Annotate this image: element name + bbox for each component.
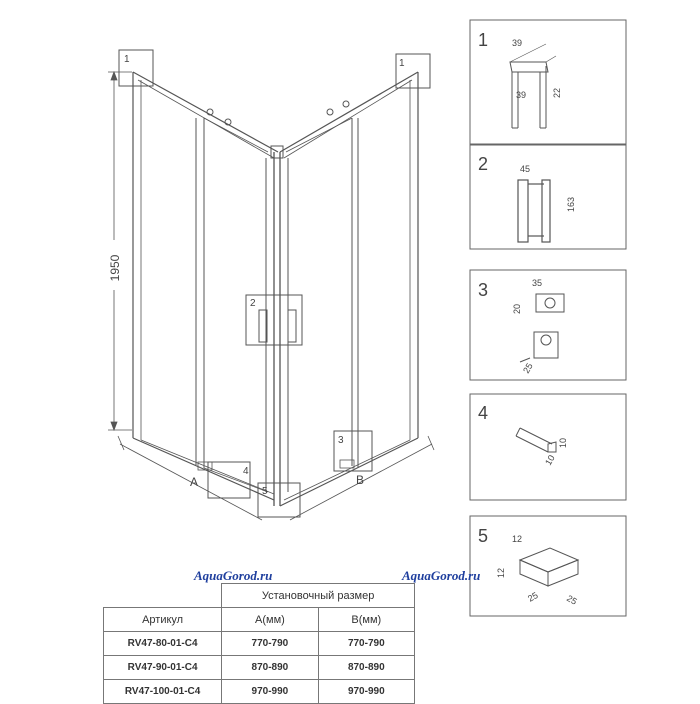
detail-4-dim-b: 10 — [543, 453, 557, 467]
table-group-header-row: Установочный размер — [103, 583, 415, 608]
callout-4: 4 — [243, 466, 249, 477]
detail-5-dim-b: 12 — [496, 568, 506, 578]
row-2-a: 870-890 — [221, 655, 319, 680]
detail-5-dim-c: 25 — [526, 590, 540, 604]
detail-5-panel: 5 12 12 25 25 — [469, 515, 627, 617]
row-1-b: 770-790 — [317, 631, 416, 656]
height-label: 1950 — [108, 254, 122, 281]
detail-1-dim-side: 22 — [552, 88, 562, 98]
callout-1-left: 1 — [124, 54, 130, 65]
row-2-b: 870-890 — [317, 655, 416, 680]
detail-2-dim-length: 163 — [566, 197, 576, 212]
detail-4-number: 4 — [478, 403, 488, 423]
detail-3-number: 3 — [478, 280, 488, 300]
table-blank-cell — [103, 583, 223, 608]
strip-drawing — [515, 427, 557, 453]
detail-4-panel: 4 10 10 — [469, 393, 627, 501]
detail-1-number: 1 — [478, 30, 488, 50]
handle-drawing — [517, 179, 551, 243]
callout-5: 5 — [262, 486, 268, 497]
detail-2-panel: 2 45 163 — [469, 144, 627, 250]
watermark-left: AquaGorod.ru — [194, 568, 273, 583]
header-a: A(мм) — [221, 607, 319, 632]
detail-3-dim-bottom: 25 — [521, 361, 535, 375]
detail-5-dim-a: 12 — [512, 534, 522, 544]
detail-4-dim-a: 10 — [558, 438, 568, 448]
detail-5-number: 5 — [478, 526, 488, 546]
detail-3-panel: 3 35 20 25 — [469, 269, 627, 381]
detail-3-dim-height: 20 — [512, 304, 522, 314]
watermark-right: AquaGorod.ru — [402, 568, 481, 583]
corner-cover-drawing — [518, 547, 580, 587]
callout-numbers: 1 1 2 3 4 5 — [124, 54, 405, 497]
callout-1-right: 1 — [399, 58, 405, 69]
profile-drawing — [509, 43, 557, 129]
installation-size-table: Установочный размер Артикул A(мм) B(мм) … — [102, 583, 416, 704]
detail-1-dim-front: 39 — [516, 90, 526, 100]
callout-boxes — [118, 49, 431, 518]
enclosure-drawing — [132, 71, 419, 507]
detail-1-panel: 1 39 39 22 — [469, 19, 627, 145]
callout-2: 2 — [250, 298, 256, 309]
row-2-article: RV47-90-01-C4 — [102, 655, 223, 680]
detail-3-dim-top: 35 — [532, 278, 542, 288]
side-a-label: A — [190, 475, 198, 489]
detail-2-dim-width: 45 — [520, 164, 530, 174]
row-1-a: 770-790 — [221, 631, 319, 656]
table-row: RV47-80-01-C4 770-790 770-790 — [102, 631, 416, 656]
width-dimensions — [117, 435, 435, 521]
bracket-drawing — [519, 293, 565, 363]
side-b-label: B — [356, 473, 364, 487]
header-b: B(мм) — [317, 607, 416, 632]
height-dimension — [108, 70, 132, 432]
detail-1-dim-top: 39 — [512, 38, 522, 48]
table-header-row: Артикул A(мм) B(мм) — [102, 607, 416, 632]
table-row: RV47-90-01-C4 870-890 870-890 — [102, 655, 416, 680]
group-header: Установочный размер — [221, 583, 415, 608]
detail-5-dim-d: 25 — [565, 593, 579, 607]
header-article: Артикул — [102, 607, 223, 632]
row-1-article: RV47-80-01-C4 — [102, 631, 223, 656]
callout-3: 3 — [338, 435, 344, 446]
detail-2-number: 2 — [478, 154, 488, 174]
